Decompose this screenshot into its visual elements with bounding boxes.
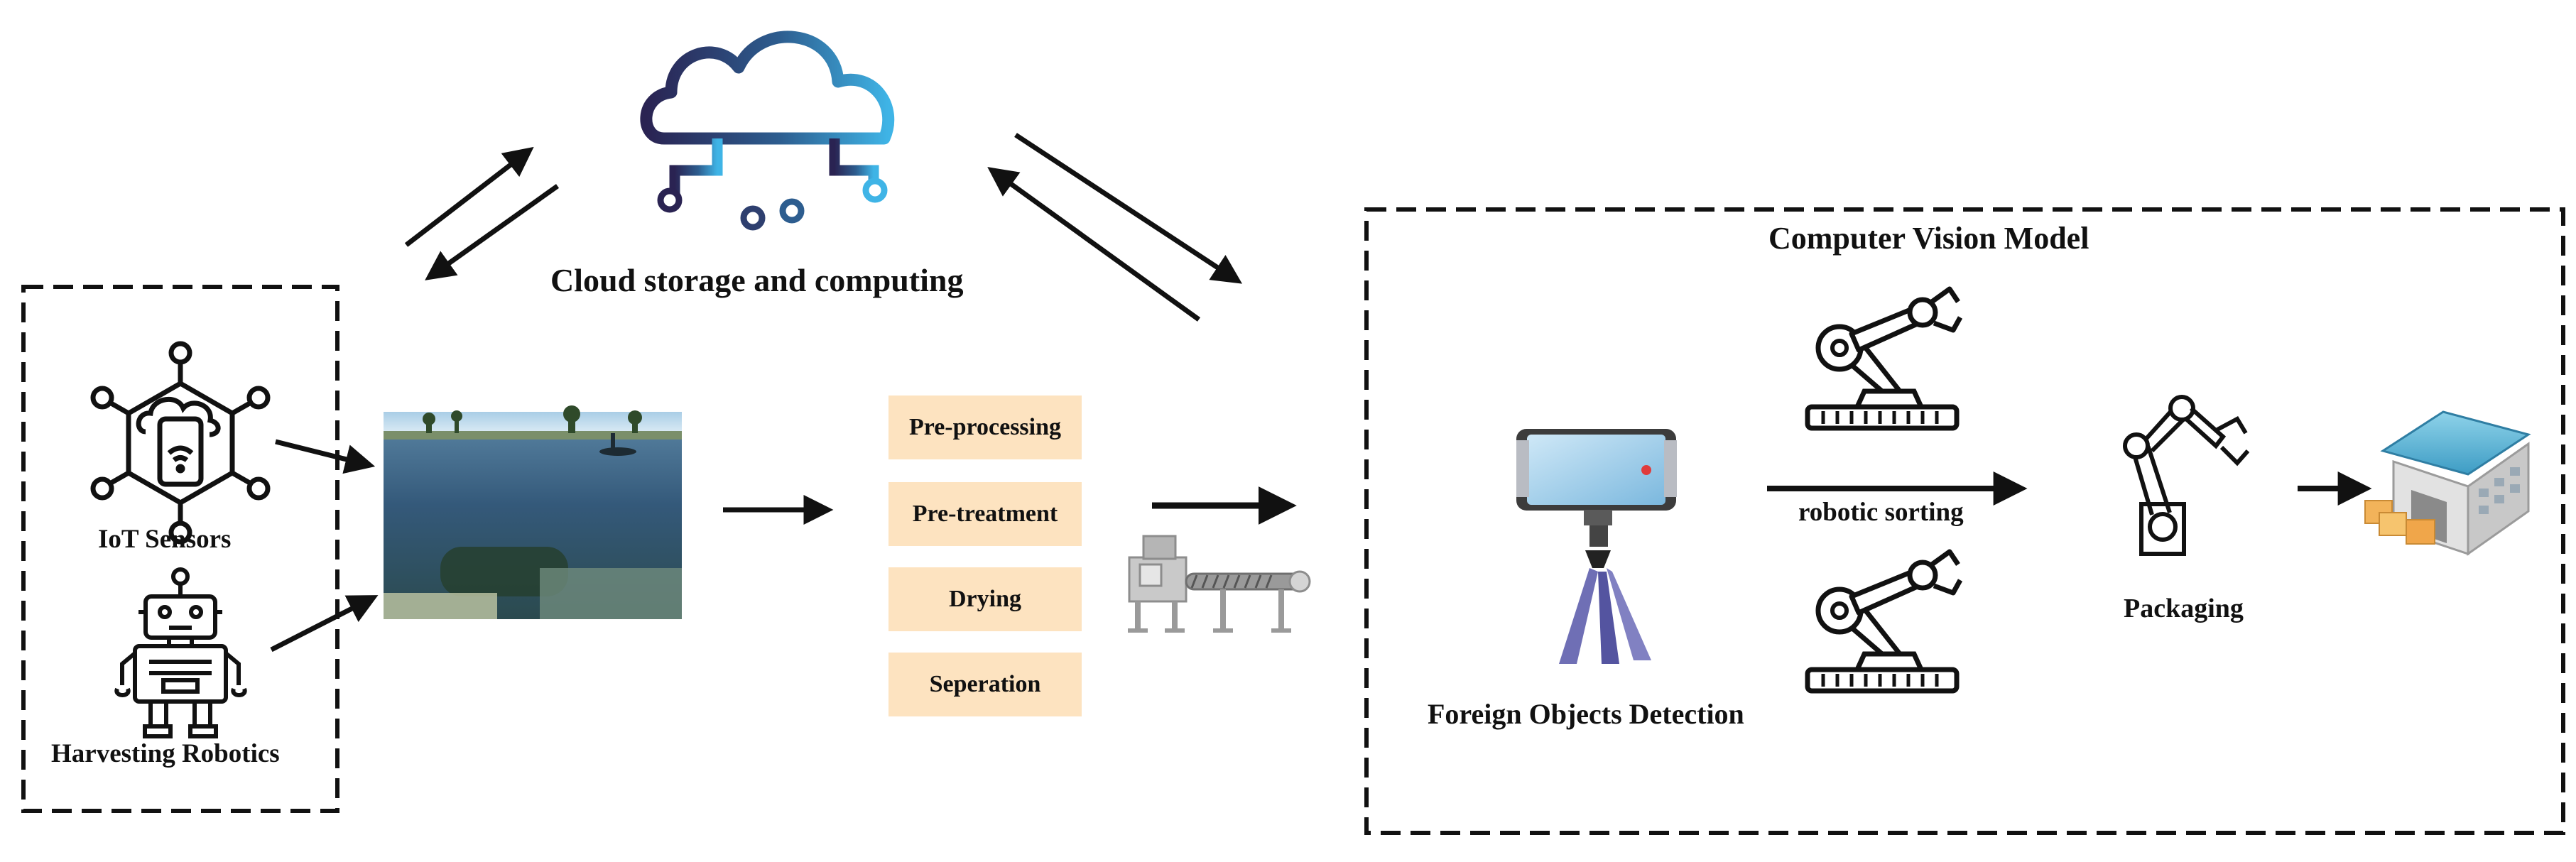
step-separation: Seperation [888, 653, 1082, 716]
warehouse-icon [2364, 410, 2531, 556]
computer-vision-title: Computer Vision Model [1768, 221, 2089, 256]
step-pre-processing: Pre-processing [888, 395, 1082, 459]
computer-vision-box [1364, 207, 2565, 835]
source-arrows [270, 439, 379, 653]
harvesting-robotics-label: Harvesting Robotics [51, 739, 280, 768]
iot-network-icon [90, 341, 271, 545]
cloud-label: Cloud storage and computing [550, 262, 964, 298]
cloud-network-icon [640, 31, 895, 231]
packaging-label: Packaging [2124, 594, 2244, 623]
step-drying: Drying [888, 567, 1082, 631]
conveyor-machine-icon [1128, 535, 1311, 633]
robot-icon [114, 567, 247, 738]
robotic-arm-icon [1808, 552, 1960, 691]
pond-photo [384, 405, 682, 619]
step-pre-treatment: Pre-treatment [888, 482, 1082, 546]
data-sources-box [21, 285, 339, 813]
cloud-sync-arrows-right [987, 133, 1243, 322]
cloud-sync-arrows-left [404, 146, 560, 280]
phone-on-tripod-icon [1516, 429, 1677, 664]
iot-sensors-label: IoT Sensors [98, 525, 232, 554]
robotic-sorting-label: robotic sorting [1798, 498, 1964, 527]
packaging-arm-icon [2123, 395, 2250, 556]
robotic-arm-icon [1808, 289, 1960, 428]
foreign-objects-detection-label: Foreign Objects Detection [1428, 698, 1744, 730]
